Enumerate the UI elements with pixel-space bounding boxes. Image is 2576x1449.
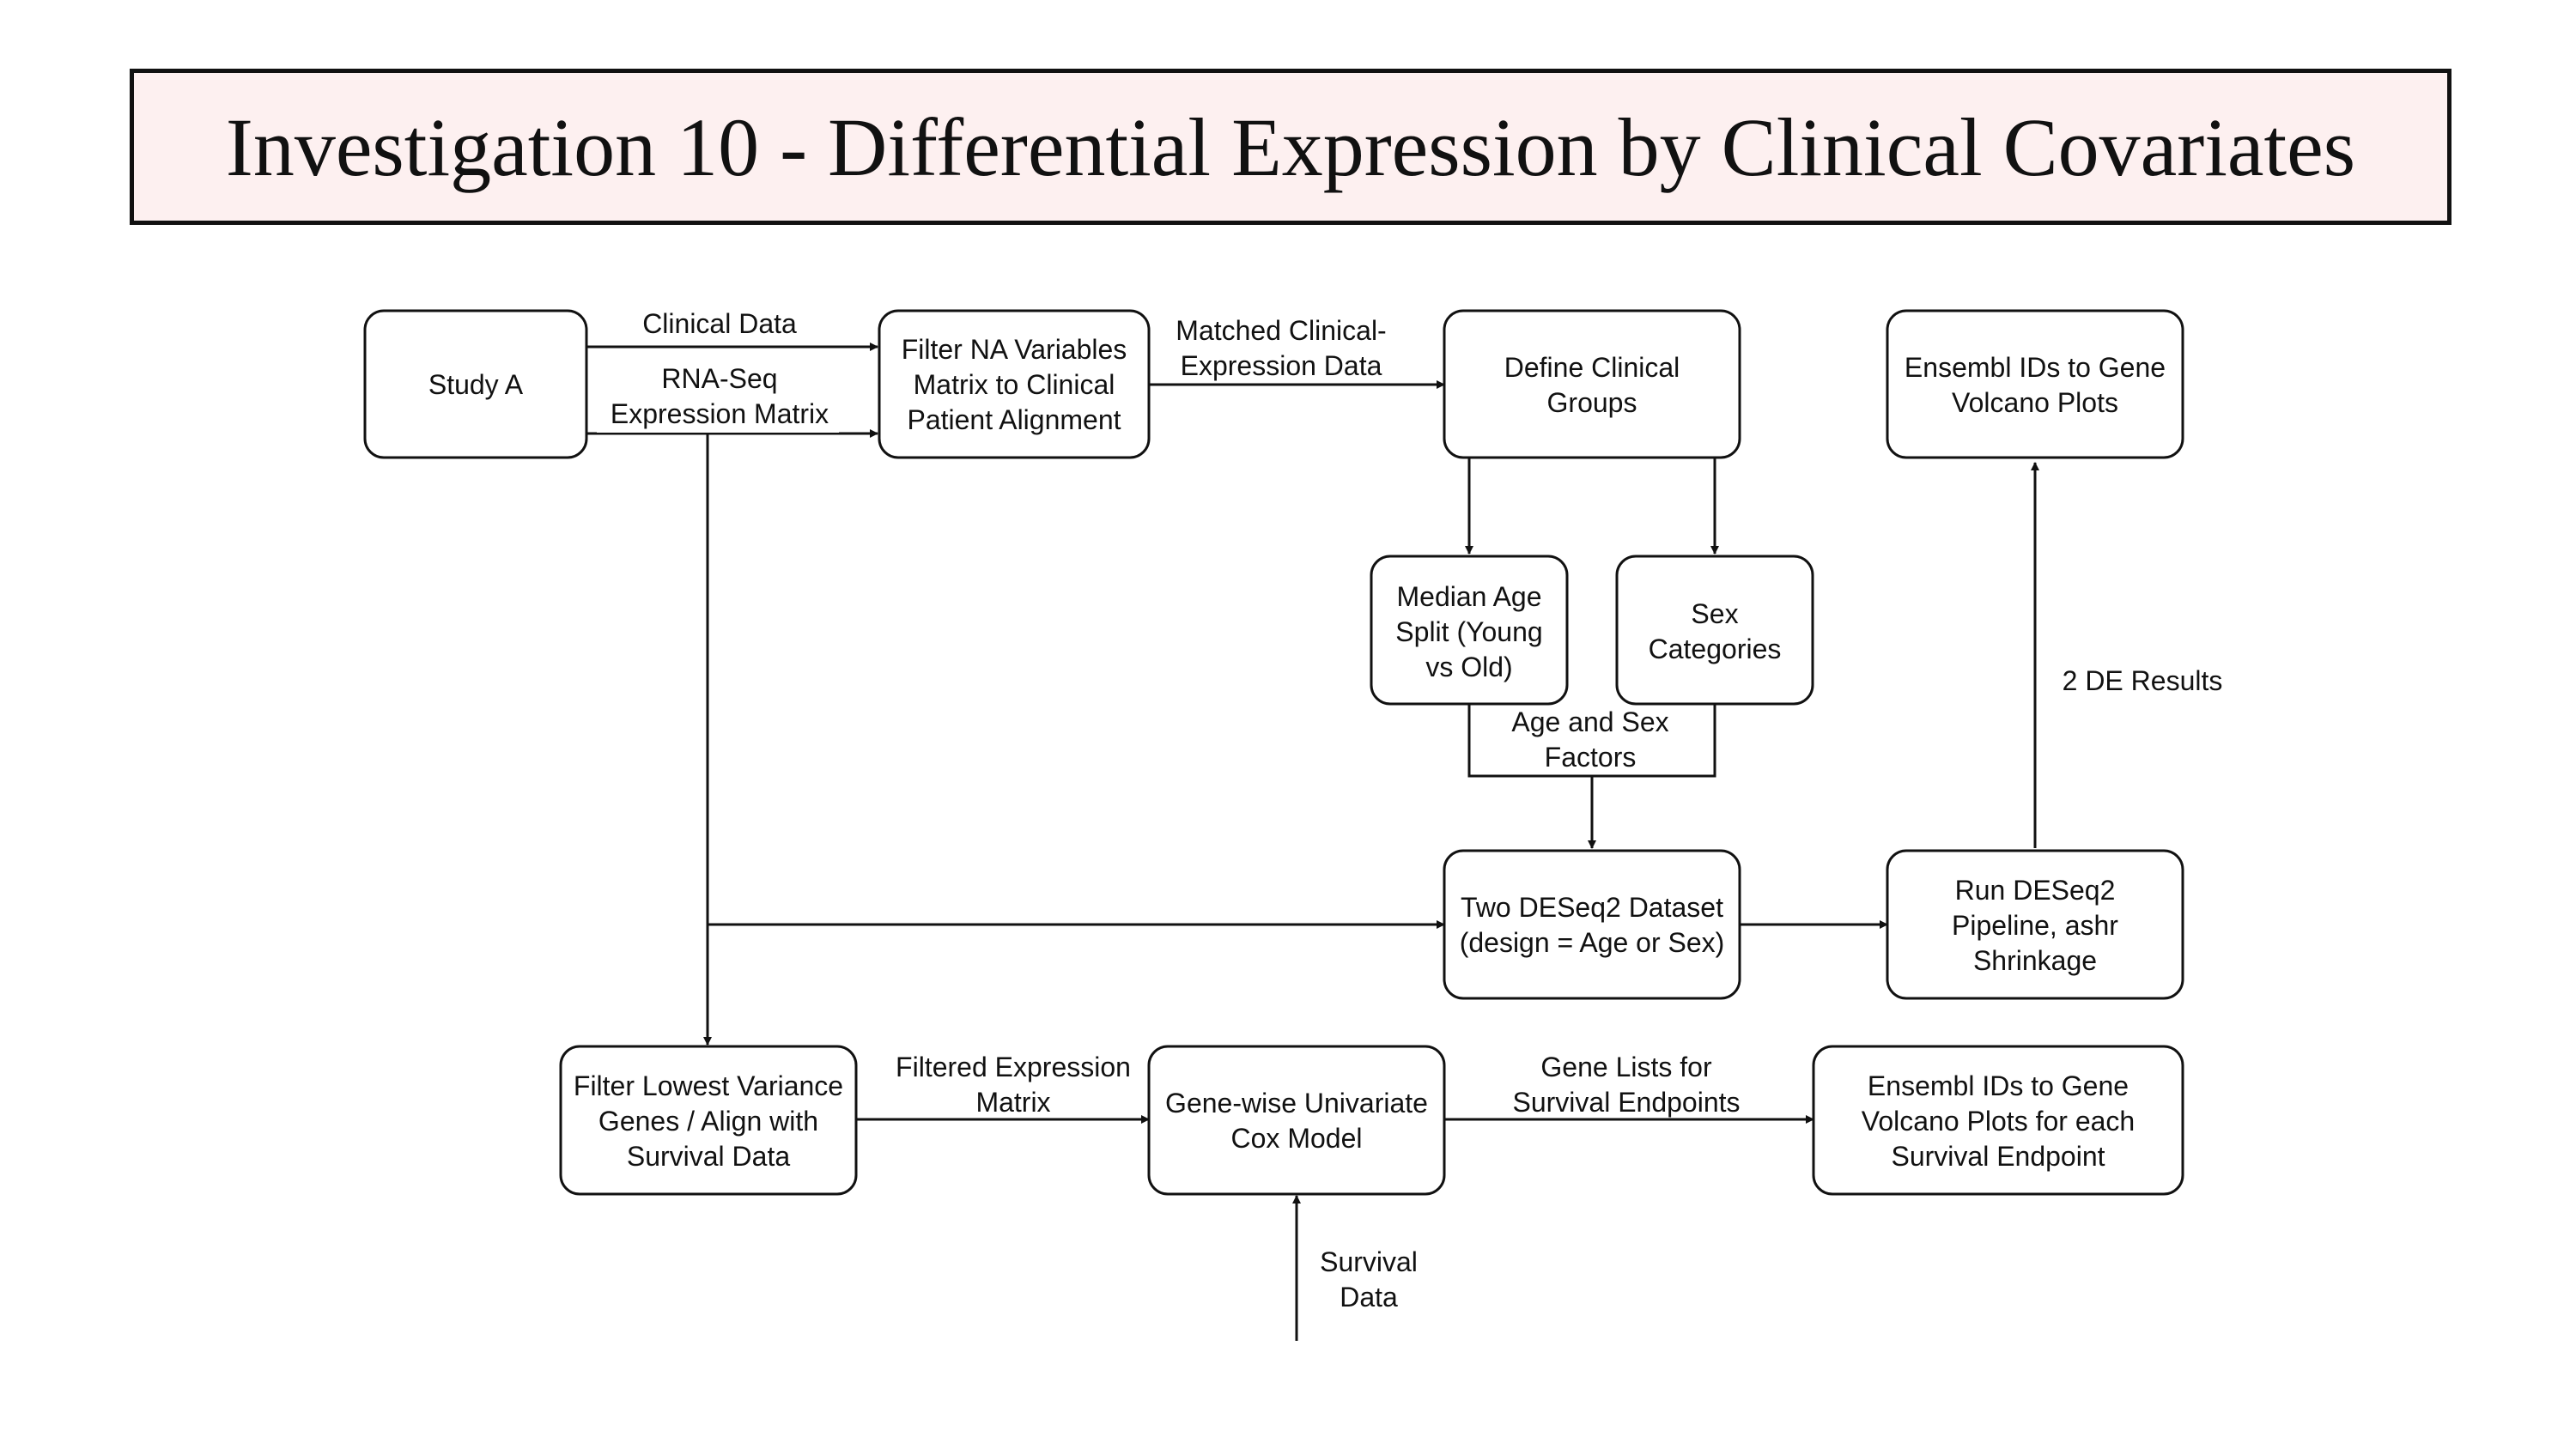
label-line: Survival (1320, 1246, 1418, 1277)
label-line: Gene Lists for (1540, 1052, 1712, 1082)
nodes: Study A Filter NA Variables Matrix to Cl… (363, 309, 2184, 1196)
label-line: Survival Endpoints (1512, 1087, 1740, 1118)
label-line: Age and Sex (1511, 706, 1668, 737)
node-label: Filter Lowest Variance (574, 1070, 843, 1101)
node-label: Patient Alignment (907, 404, 1121, 435)
label-line: Expression Data (1181, 350, 1382, 381)
node-deseq2-dataset: Two DESeq2 Dataset (design = Age or Sex) (1443, 849, 1741, 1000)
node-label: Filter NA Variables (902, 334, 1127, 365)
label-line: Matrix (975, 1087, 1050, 1118)
node-label: Define Clinical (1504, 352, 1680, 383)
node-label: Two DESeq2 Dataset (1461, 892, 1723, 923)
label-line: Filtered Expression (896, 1052, 1131, 1082)
label-survival-data: Survival Data (1320, 1246, 1418, 1313)
node-sex-categories: Sex Categories (1615, 555, 1814, 706)
node-label: Volcano Plots for each (1862, 1106, 2135, 1137)
node-label: Survival Endpoint (1891, 1141, 2105, 1172)
label-matched-data: Matched Clinical- Expression Data (1176, 315, 1386, 381)
node-define-groups: Define Clinical Groups (1443, 309, 1741, 459)
node-label: Run DESeq2 (1955, 875, 2116, 906)
node-label: (design = Age or Sex) (1460, 927, 1725, 958)
node-label: Ensembl IDs to Gene (1868, 1070, 2129, 1101)
node-ensembl-volcano: Ensembl IDs to Gene Volcano Plots (1886, 309, 2184, 459)
edge-labels: Clinical Data RNA-Seq Expression Matrix … (597, 308, 2222, 1313)
label-line: 2 DE Results (2063, 665, 2223, 696)
label-gene-lists: Gene Lists for Survival Endpoints (1512, 1052, 1740, 1118)
page-title: Investigation 10 - Differential Expressi… (225, 100, 2356, 193)
node-label: Study A (428, 369, 524, 400)
node-study-a: Study A (363, 309, 588, 459)
node-label: Matrix to Clinical (914, 369, 1115, 400)
title-banner: Investigation 10 - Differential Expressi… (130, 69, 2451, 225)
label-filtered-matrix: Filtered Expression Matrix (896, 1052, 1131, 1118)
label-line: Data (1340, 1282, 1398, 1313)
label-line: RNA-Seq (661, 363, 777, 394)
node-label: Shrinkage (1973, 945, 2097, 976)
node-run-deseq2: Run DESeq2 Pipeline, ashr Shrinkage (1886, 849, 2184, 1000)
label-line: Clinical Data (642, 308, 797, 339)
node-label: Cox Model (1231, 1123, 1363, 1154)
node-ensembl-survival: Ensembl IDs to Gene Volcano Plots for ea… (1812, 1045, 2184, 1196)
label-line: Factors (1545, 742, 1637, 773)
node-filter-na: Filter NA Variables Matrix to Clinical P… (878, 309, 1151, 459)
node-label: Split (Young (1395, 616, 1542, 647)
node-label: Groups (1547, 387, 1637, 418)
edges (586, 343, 2039, 1341)
node-cox-model: Gene-wise Univariate Cox Model (1147, 1045, 1446, 1196)
node-label: Genes / Align with (598, 1106, 818, 1137)
node-label: Sex (1691, 598, 1738, 629)
node-label: Volcano Plots (1952, 387, 2118, 418)
node-label: Pipeline, ashr (1952, 910, 2118, 941)
node-label: vs Old) (1425, 652, 1512, 682)
node-label: Survival Data (627, 1141, 791, 1172)
label-age-sex-factors: Age and Sex Factors (1494, 704, 1690, 774)
node-label: Gene-wise Univariate (1165, 1088, 1428, 1119)
node-label: Ensembl IDs to Gene (1905, 352, 2166, 383)
label-line: Matched Clinical- (1176, 315, 1386, 346)
node-label: Median Age (1396, 581, 1541, 612)
label-de-results: 2 DE Results (2063, 665, 2223, 696)
label-rnaseq-matrix: RNA-Seq Expression Matrix (597, 359, 839, 433)
node-label: Categories (1649, 634, 1782, 664)
label-line: Expression Matrix (611, 398, 829, 429)
node-median-age: Median Age Split (Young vs Old) (1370, 555, 1569, 706)
node-filter-low-variance: Filter Lowest Variance Genes / Align wit… (559, 1045, 858, 1196)
label-clinical-data: Clinical Data (642, 308, 797, 339)
